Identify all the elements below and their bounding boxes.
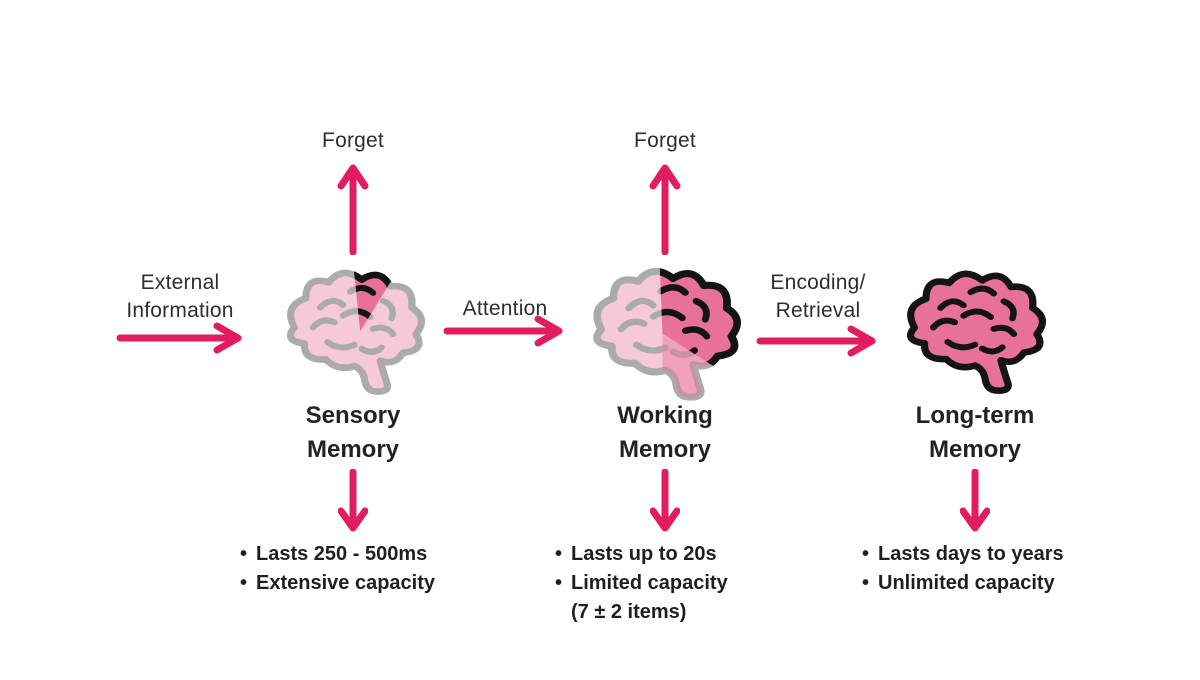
bullet-continuation: (7 ± 2 items)	[555, 598, 728, 627]
working-brain-icon	[589, 263, 742, 404]
encoding-retrieval-line1: Encoding/	[770, 271, 866, 294]
bullet-item: • Unlimited capacity	[862, 569, 1064, 598]
bullet-dot: •	[555, 572, 563, 594]
bullet-text: Extensive capacity	[256, 572, 435, 594]
bullet-item: • Extensive capacity	[240, 569, 435, 598]
bullet-dot: •	[240, 543, 248, 565]
bullet-item: • Limited capacity	[555, 569, 728, 598]
external-information-label: External Information	[95, 269, 265, 325]
sensory-down-arrow-icon	[338, 469, 368, 532]
longterm-memory-title-line1: Long-term	[915, 402, 1035, 429]
forget-arrow-sensory-icon	[337, 164, 369, 255]
external-information-line1: External	[140, 271, 220, 294]
encoding-retrieval-arrow-icon	[756, 325, 876, 357]
working-memory-title-line2: Memory	[618, 436, 712, 463]
bullet-dot: •	[555, 543, 563, 565]
longterm-memory-title: Long-term Memory	[875, 399, 1075, 467]
attention-arrow-icon	[443, 315, 563, 347]
sensory-memory-title-line1: Sensory	[305, 402, 401, 429]
working-memory-title: Working Memory	[565, 399, 765, 467]
forget-arrow-working-icon	[649, 164, 681, 255]
longterm-brain-icon	[903, 266, 1047, 397]
external-information-arrow-icon	[116, 322, 242, 354]
working-down-arrow-icon	[650, 469, 680, 532]
encoding-retrieval-line2: Retrieval	[775, 299, 861, 322]
longterm-memory-title-line2: Memory	[928, 436, 1022, 463]
attention-label: Attention	[462, 297, 548, 320]
longterm-bullets: • Lasts days to years • Unlimited capaci…	[862, 540, 1064, 598]
encoding-retrieval-label: Encoding/ Retrieval	[733, 269, 903, 325]
sensory-memory-title-line2: Memory	[306, 436, 400, 463]
longterm-down-arrow-icon	[960, 469, 990, 532]
bullet-text: (7 ± 2 items)	[571, 601, 687, 623]
forget-label-working: Forget	[634, 129, 696, 152]
bullet-dot: •	[240, 572, 248, 594]
forget-label-sensory: Forget	[322, 129, 384, 152]
sensory-bullets: • Lasts 250 - 500ms • Extensive capacity	[240, 540, 435, 598]
sensory-brain-icon	[283, 265, 426, 398]
bullet-dot: •	[862, 543, 870, 565]
sensory-memory-title: Sensory Memory	[253, 399, 453, 467]
bullet-item: • Lasts 250 - 500ms	[240, 540, 435, 569]
bullet-dot: •	[862, 572, 870, 594]
bullet-text: Limited capacity	[571, 572, 728, 594]
bullet-text: Lasts days to years	[878, 543, 1064, 565]
bullet-text: Unlimited capacity	[878, 572, 1055, 594]
bullet-item: • Lasts up to 20s	[555, 540, 728, 569]
external-information-line2: Information	[126, 299, 234, 322]
bullet-text: Lasts up to 20s	[571, 543, 717, 565]
bullet-text: Lasts 250 - 500ms	[256, 543, 428, 565]
working-memory-title-line1: Working	[617, 402, 713, 429]
bullet-item: • Lasts days to years	[862, 540, 1064, 569]
working-bullets: • Lasts up to 20s • Limited capacity (7 …	[555, 540, 728, 627]
